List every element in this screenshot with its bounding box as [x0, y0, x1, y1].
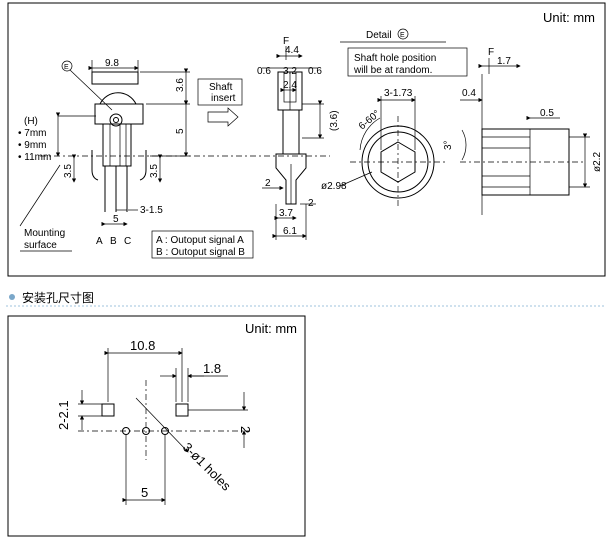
detail-e-circle: [397, 28, 409, 40]
dim-3-2: 3.2: [283, 66, 297, 77]
section-title: 安装孔尺寸图: [22, 291, 95, 305]
legend-signal-b: B : Outoput signal B: [156, 247, 245, 258]
mounting-hole-layout: [78, 380, 250, 460]
holes-label: 3-ø1 holes: [180, 440, 234, 494]
shaft-side-detail: [460, 128, 585, 215]
bottom-drawing-frame: [7, 315, 306, 537]
callout-e-circle: [61, 60, 73, 72]
dim-2-4: 2.4: [283, 80, 297, 91]
shaft-insert-box: [197, 78, 243, 106]
bottom-unit-label: Unit: mm: [245, 321, 297, 336]
dim-5-vertical: 5: [175, 128, 186, 134]
dim-3-deg: 3°: [443, 140, 454, 150]
dim-0-4: 0.4: [462, 88, 476, 99]
mounting-leader: [19, 164, 61, 227]
mounting-label-line1: Mounting: [24, 228, 65, 239]
holes-leader: [135, 397, 189, 453]
dim-10-8: 10.8: [130, 338, 155, 353]
section-f-label-2: F: [488, 47, 494, 58]
encoder-front-view: [91, 71, 147, 212]
dim-3-5-right: 3.5: [149, 164, 160, 178]
shaft-hex-detail: [350, 116, 446, 208]
dim-6-1: 6.1: [283, 226, 297, 237]
h-title: (H): [24, 116, 38, 127]
dim-dia-2-98: ø2.98: [321, 181, 347, 192]
dim-6-60deg: 6-60°: [357, 108, 382, 132]
dim-3-7: 3.7: [279, 208, 293, 219]
dim-4-4: 4.4: [285, 45, 299, 56]
callout-e-leader: [69, 69, 113, 111]
mounting-label-line2: surface: [24, 240, 57, 251]
shaft-insert-line1: Shaft: [209, 82, 233, 93]
shaft-insert-arrow-icon: [207, 107, 239, 127]
shaft-note-line2: will be at random.: [353, 65, 432, 76]
top-drawing-frame: [7, 2, 606, 277]
pin-a: A: [96, 236, 103, 247]
callout-e-letter: E: [64, 64, 69, 71]
dim-3-6-paren: (3.6): [329, 110, 340, 131]
section-bullet-icon: [9, 294, 15, 300]
dim-3-5-left: 3.5: [63, 164, 74, 178]
dim-2-right: 2: [308, 198, 314, 209]
dim-1-7: 1.7: [497, 56, 511, 67]
dim-0-5: 0.5: [540, 108, 554, 119]
pin-b: B: [110, 236, 117, 247]
signal-legend-box: [151, 230, 254, 259]
encoder-side-view: [275, 71, 307, 205]
dim-2: 2: [238, 426, 253, 433]
pin-c: C: [124, 236, 131, 247]
dim-1-8: 1.8: [203, 361, 221, 376]
shaft-note-box: [347, 47, 468, 77]
shaft-note-line1: Shaft hole position: [354, 53, 436, 64]
dim-2-2-1: 2-2.1: [56, 400, 71, 430]
dim-3-1-5: 3-1.5: [140, 205, 163, 216]
detail-label: Detail: [366, 30, 392, 41]
dim-0-6-right: 0.6: [308, 66, 322, 77]
top-unit-label: Unit: mm: [543, 10, 595, 25]
legend-signal-a: A : Outoput signal A: [156, 235, 244, 246]
dim-3-1-73: 3-1.73: [384, 88, 413, 99]
shaft-insert-line2: insert: [211, 93, 236, 104]
h-item-11mm: • 11mm: [18, 152, 51, 163]
detail-e-letter: E: [400, 32, 405, 39]
dim-5-horizontal: 5: [113, 214, 119, 225]
dim-2-left: 2: [265, 178, 271, 189]
dim-0-6-left: 0.6: [257, 66, 271, 77]
dim-3-6: 3.6: [175, 78, 186, 92]
dim-5: 5: [141, 485, 148, 500]
dim-dia-2-2: ø2.2: [592, 152, 603, 172]
h-item-9mm: • 9mm: [18, 140, 47, 151]
section-f-label-1: F: [283, 36, 289, 47]
h-item-7mm: • 7mm: [18, 128, 47, 139]
dim-9-8: 9.8: [105, 58, 119, 69]
